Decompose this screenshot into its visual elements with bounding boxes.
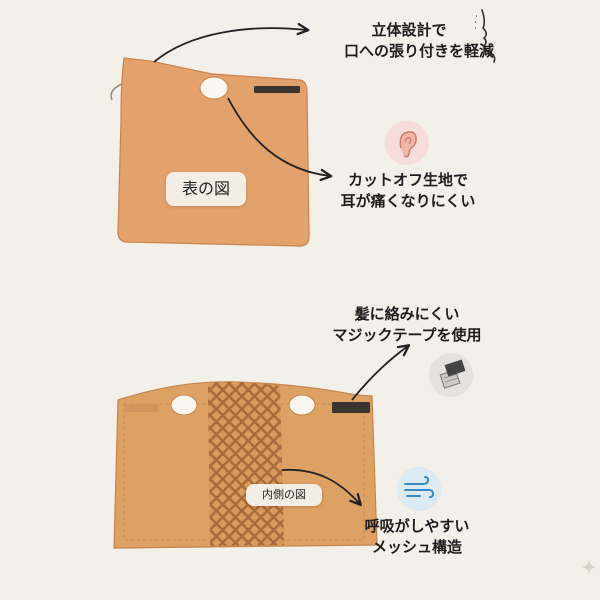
callout-velcro: 髪に絡みにくい マジックテープを使用: [322, 304, 492, 346]
callout-design-line-2: 口への張り付きを軽減: [344, 42, 495, 60]
inner-mask-panel: [113, 381, 378, 549]
callout-design-line-1: 立体設計で: [371, 21, 447, 39]
front-velcro-strip: [254, 86, 300, 93]
inner-mesh-panel: [208, 382, 284, 546]
front-mask-panel: [110, 57, 310, 247]
callout-mesh-line-2: メッシュ構造: [371, 538, 462, 556]
callout-velcro-line-2: マジックテープを使用: [332, 326, 482, 344]
velcro-tape-icon: [429, 353, 473, 397]
front-caption: 表の図: [166, 172, 246, 206]
callout-design: 立体設計で 口への張り付きを軽減: [344, 20, 495, 62]
callout-mesh: 呼吸がしやすい メッシュ構造: [354, 516, 480, 558]
front-fabric: [117, 57, 310, 247]
front-curve-mark: [110, 83, 123, 101]
sparkle-icon: [582, 560, 596, 574]
front-ear-hole: [199, 76, 229, 100]
callout-cutoff: カットオフ生地で 耳が痛くなりにくい: [338, 170, 478, 212]
callout-cutoff-line-1: カットオフ生地で: [347, 171, 468, 189]
ear-icon: [385, 121, 429, 165]
inner-velcro-strip: [332, 402, 370, 413]
arrow-mesh: [281, 468, 362, 507]
inner-velcro-soft: [124, 404, 158, 412]
arrow-velcro: [351, 344, 411, 401]
wind-icon: [397, 467, 441, 511]
inner-left-ear-hole: [170, 394, 198, 416]
callout-velcro-line-1: 髪に絡みにくい: [354, 305, 460, 323]
arrow-cutoff: [227, 97, 333, 182]
face-profile-icon: [475, 9, 496, 63]
inner-caption: 内側の図: [246, 484, 322, 506]
inner-right-ear-hole: [288, 394, 316, 416]
callout-cutoff-line-2: 耳が痛くなりにくい: [340, 192, 476, 210]
arrow-design: [153, 22, 310, 63]
callout-mesh-line-1: 呼吸がしやすい: [364, 517, 470, 535]
